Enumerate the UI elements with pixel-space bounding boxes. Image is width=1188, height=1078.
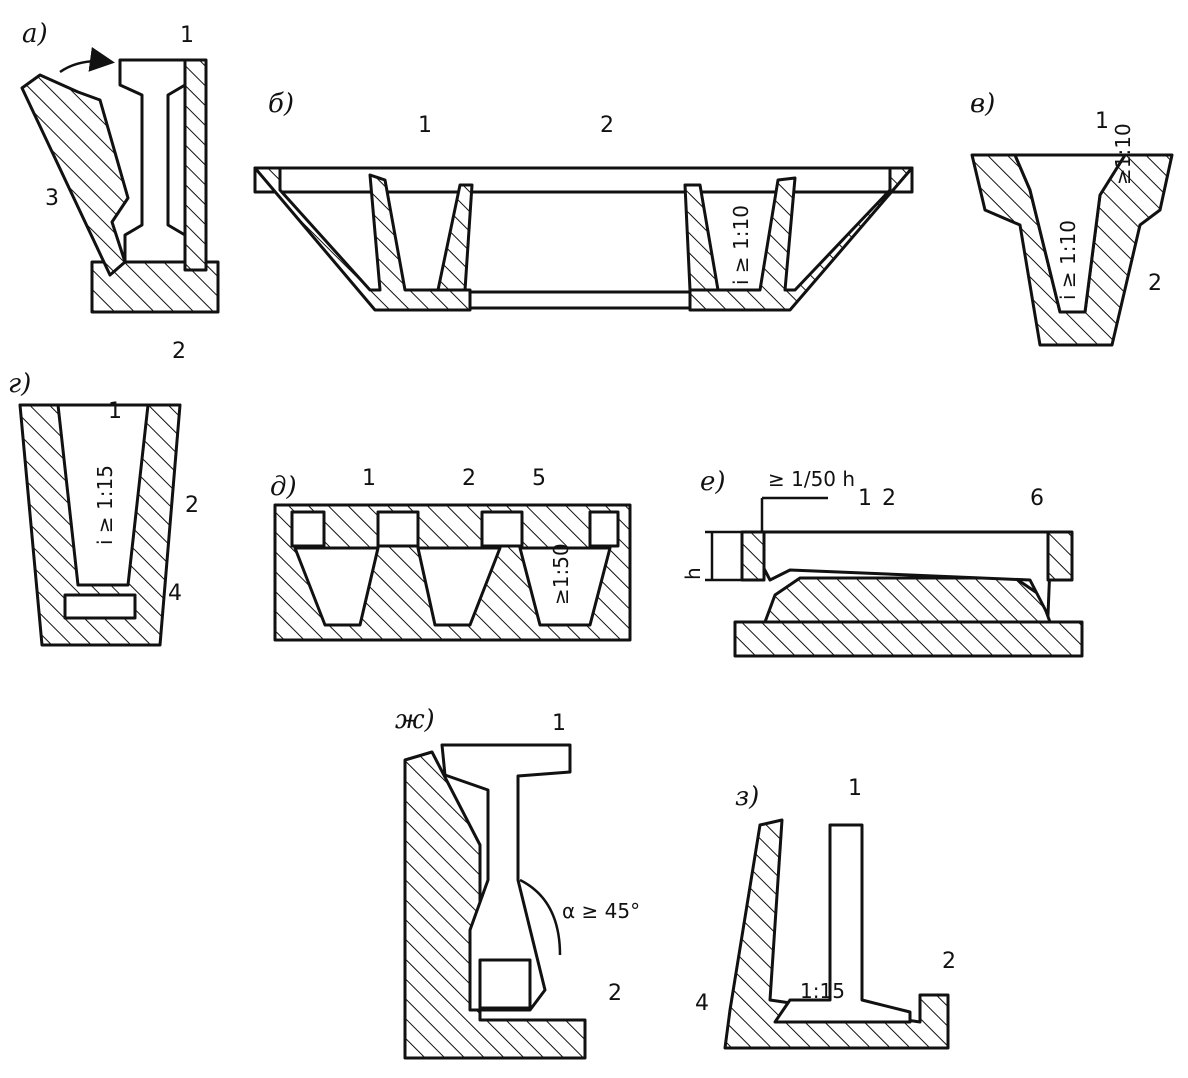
angle-arc [519, 878, 562, 956]
mold-wall [403, 750, 587, 1060]
label-2: 2 [462, 466, 476, 491]
product-cavity [1013, 153, 1127, 314]
liner [376, 510, 420, 548]
label-2: 2 [185, 493, 199, 518]
panel-v-label: в) [970, 89, 995, 119]
liner [480, 510, 524, 548]
label-1: 1 [362, 466, 376, 491]
slope-left: i ≥ 1:10 [1056, 220, 1080, 300]
core [763, 576, 1052, 624]
hinged-board [20, 73, 130, 277]
shell-right [688, 166, 914, 312]
product-flange [253, 166, 914, 194]
panel-b-label: б) [268, 89, 294, 119]
bottom-plate [468, 290, 692, 310]
cavity-3 [518, 546, 612, 627]
panel-e: е) ≥ 1/50 h h 1 2 6 [681, 467, 1084, 658]
label-1: 1 [1095, 109, 1109, 134]
panel-d: д) 1 2 5 ≥1:50 [270, 466, 632, 642]
panel-g: г) 1 2 4 i ≥ 1:15 [8, 369, 199, 647]
product-cavity [56, 403, 150, 587]
label-5: 5 [532, 466, 546, 491]
label-1: 1 [848, 776, 862, 801]
insert [478, 958, 532, 1010]
label-2: 2 [172, 339, 186, 364]
slope-right: ≥1:10 [1111, 123, 1135, 185]
label-2: 2 [1148, 271, 1162, 296]
label-1: 1 [858, 486, 872, 511]
panel-z: з) 1 2 4 1:15 [695, 776, 956, 1050]
label-1: 1 [552, 711, 566, 736]
liner [290, 510, 326, 548]
side-board-6 [1046, 530, 1074, 582]
label-3: 3 [45, 186, 59, 211]
panel-a-label: а) [22, 19, 48, 49]
label-1: 1 [108, 399, 122, 424]
slope-label: i ≥ 1:10 [729, 205, 753, 285]
panel-g-label: г) [8, 369, 31, 399]
h-label: h [681, 567, 705, 580]
panel-a: а) 1 2 3 [20, 19, 220, 364]
label-6: 6 [1030, 486, 1044, 511]
product [118, 58, 187, 264]
core-left [436, 183, 474, 292]
core-right [683, 183, 720, 292]
side-board [740, 530, 766, 582]
slope-label: ≥1:50 [549, 543, 573, 605]
label-2: 2 [882, 486, 896, 511]
slope-label: i ≥ 1:15 [93, 465, 117, 545]
liner [588, 510, 620, 548]
label-2: 2 [600, 113, 614, 138]
label-2: 2 [942, 949, 956, 974]
label-2: 2 [608, 981, 622, 1006]
panel-b: б) 1 2 i ≥ 1:10 [253, 89, 914, 312]
cavity-1 [293, 546, 380, 627]
label-1: 1 [418, 113, 432, 138]
rotation-arrow [59, 46, 115, 74]
cavity-2 [416, 546, 502, 627]
panel-zh: ж) α ≥ 45° 1 2 [395, 705, 640, 1060]
panel-d-label: д) [270, 472, 297, 502]
insert-4 [63, 593, 137, 620]
label-4: 4 [168, 581, 182, 606]
side-wall [183, 58, 208, 272]
label-1: 1 [180, 23, 194, 48]
panel-zh-label: ж) [395, 705, 435, 735]
pallet [733, 620, 1084, 658]
shell-left [253, 166, 472, 312]
panel-v: в) 1 2 i ≥ 1:10 ≥1:10 [970, 89, 1174, 347]
product [440, 743, 572, 1012]
product [773, 823, 912, 1024]
panel-z-label: з) [735, 782, 759, 812]
angle-label: α ≥ 45° [562, 899, 640, 923]
mold-body [723, 818, 950, 1050]
slope-label: 1:15 [800, 979, 845, 1003]
dim-label: ≥ 1/50 h [768, 467, 855, 491]
label-4: 4 [695, 991, 709, 1016]
panel-e-label: е) [700, 467, 726, 497]
